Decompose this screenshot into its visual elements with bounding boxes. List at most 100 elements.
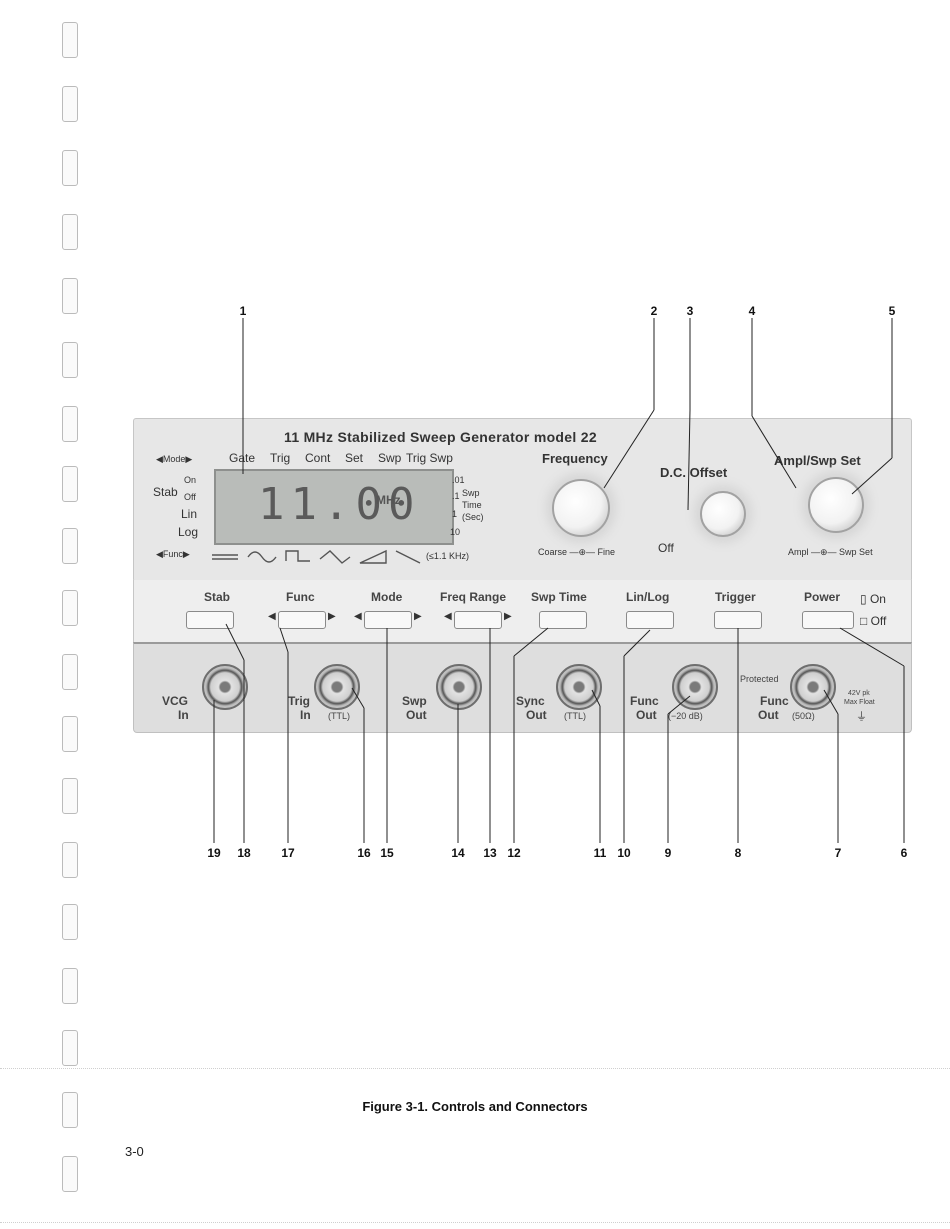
coarse-fine-label: Coarse —⊕— Fine: [538, 547, 616, 557]
binder-hole: [62, 654, 78, 690]
sine-waveform-icon: [247, 551, 277, 563]
button-strip: Stab Func ◀ ▶ Mode ◀ ▶ Freq Range ◀ ▶ Sw…: [133, 580, 912, 642]
func-50-label: Func: [760, 694, 789, 708]
vcg-label: VCG: [162, 694, 189, 708]
swp-time-1: .1: [452, 491, 460, 501]
func-minus20db-label: (−20 dB): [668, 711, 703, 721]
func-50-out-label: Out: [758, 708, 779, 722]
frequency-readout: 11.00: [258, 479, 421, 530]
dc-waveform-icon: [212, 554, 238, 560]
front-panel: 11 MHz Stabilized Sweep Generator model …: [133, 418, 912, 733]
swp-time-01: .01: [452, 475, 465, 485]
freq-range-button-label: Freq Range: [440, 590, 507, 604]
stab-off: Off: [184, 492, 196, 502]
swp-time-button-label: Swp Time: [531, 590, 587, 604]
power-off-label: □ Off: [860, 614, 887, 628]
scan-edge: [0, 1222, 950, 1223]
figure-caption: Figure 3-1. Controls and Connectors: [362, 1099, 588, 1114]
trig-ttl-label: (TTL): [328, 711, 350, 721]
binder-hole: [62, 528, 78, 564]
sync-label: Sync: [516, 694, 545, 708]
mode-trig-swp: Trig Swp: [406, 451, 453, 465]
mode-button[interactable]: [364, 611, 412, 629]
sync-out-connector[interactable]: [556, 664, 602, 710]
frequency-unit: MHz: [376, 493, 401, 507]
ground-icon: ⏚: [856, 711, 867, 723]
binder-hole: [62, 1030, 78, 1066]
callout-15: 15: [380, 846, 394, 860]
log-label: Log: [178, 525, 199, 539]
mode-trig: Trig: [270, 451, 291, 465]
callout-18: 18: [237, 846, 251, 860]
trig-label: Trig: [288, 694, 311, 708]
waveform-icons: [212, 549, 421, 564]
callout-19: 19: [207, 846, 221, 860]
trig-in-connector[interactable]: [314, 664, 360, 710]
binder-hole: [62, 1156, 78, 1192]
binder-hole: [62, 86, 78, 122]
binder-hole: [62, 406, 78, 442]
display-section: 11 MHz Stabilized Sweep Generator model …: [133, 418, 912, 582]
vcg-in-connector[interactable]: [202, 664, 248, 710]
callout-5: 5: [888, 304, 896, 318]
power-button-label: Power: [804, 590, 841, 604]
func-out-50ohm-connector[interactable]: [790, 664, 836, 710]
swp-time-label-sec: (Sec): [462, 512, 484, 522]
callout-14: 14: [451, 846, 465, 860]
binder-hole: [62, 716, 78, 752]
lcd-display: 11.00 MHz: [214, 469, 454, 545]
mode-swp: Swp: [378, 451, 402, 465]
func-button[interactable]: [278, 611, 326, 629]
ampl-swp-knob[interactable]: [808, 477, 864, 533]
freq-range-left-arrow-icon: ◀: [444, 611, 452, 622]
frequency-knob[interactable]: [552, 479, 610, 537]
callout-11: 11: [593, 846, 607, 860]
swp-time-1s: 1: [452, 509, 458, 519]
stab-button-label: Stab: [204, 590, 231, 604]
protected-label: Protected: [740, 674, 779, 684]
callout-7: 7: [834, 846, 842, 860]
binder-hole: [62, 968, 78, 1004]
power-off-text: Off: [870, 614, 887, 628]
binder-hole: [62, 590, 78, 626]
lin-log-button[interactable]: [626, 611, 674, 629]
callout-8: 8: [734, 846, 742, 860]
power-on-text: On: [869, 592, 886, 606]
lin-label: Lin: [181, 507, 198, 521]
mode-button-label: Mode: [371, 590, 403, 604]
callout-13: 13: [483, 846, 497, 860]
stab-button[interactable]: [186, 611, 234, 629]
mode-set: Set: [345, 451, 364, 465]
callout-3: 3: [686, 304, 694, 318]
freq-range-button[interactable]: [454, 611, 502, 629]
vcg-in-label: In: [178, 708, 189, 722]
lin-log-button-label: Lin/Log: [626, 590, 670, 604]
binder-hole: [62, 342, 78, 378]
connector-section: VCG In Trig In (TTL) Swp Out Sync Out (T…: [133, 642, 912, 733]
mode-gate: Gate: [229, 451, 256, 465]
callout-2: 2: [650, 304, 658, 318]
binder-hole: [62, 1092, 78, 1128]
panel-title: 11 MHz Stabilized Sweep Generator model …: [284, 429, 597, 445]
binder-hole: [62, 904, 78, 940]
dc-offset-label: D.C. Offset: [660, 465, 728, 480]
ampl-swp-set-label: Ampl/Swp Set: [774, 453, 861, 468]
power-button[interactable]: [802, 611, 854, 629]
callout-4: 4: [748, 304, 756, 318]
power-on-label: ▯ On: [860, 592, 886, 606]
swp-time-button[interactable]: [539, 611, 587, 629]
stab-label: Stab: [153, 485, 178, 499]
dc-offset-knob[interactable]: [700, 491, 746, 537]
mode-left-arrow-icon: ◀: [354, 611, 362, 622]
binder-hole: [62, 778, 78, 814]
func-out-20db-connector[interactable]: [672, 664, 718, 710]
sync-out-label: Out: [526, 708, 547, 722]
freq-range-right-arrow-icon: ▶: [504, 611, 512, 622]
swp-out-connector[interactable]: [436, 664, 482, 710]
callout-17: 17: [281, 846, 295, 860]
ramp-up-waveform-icon: [359, 549, 387, 564]
callout-10: 10: [617, 846, 631, 860]
swp-time-label-time: Time: [462, 500, 482, 510]
ampl-swp-sub-label: Ampl —⊕— Swp Set: [788, 547, 873, 557]
